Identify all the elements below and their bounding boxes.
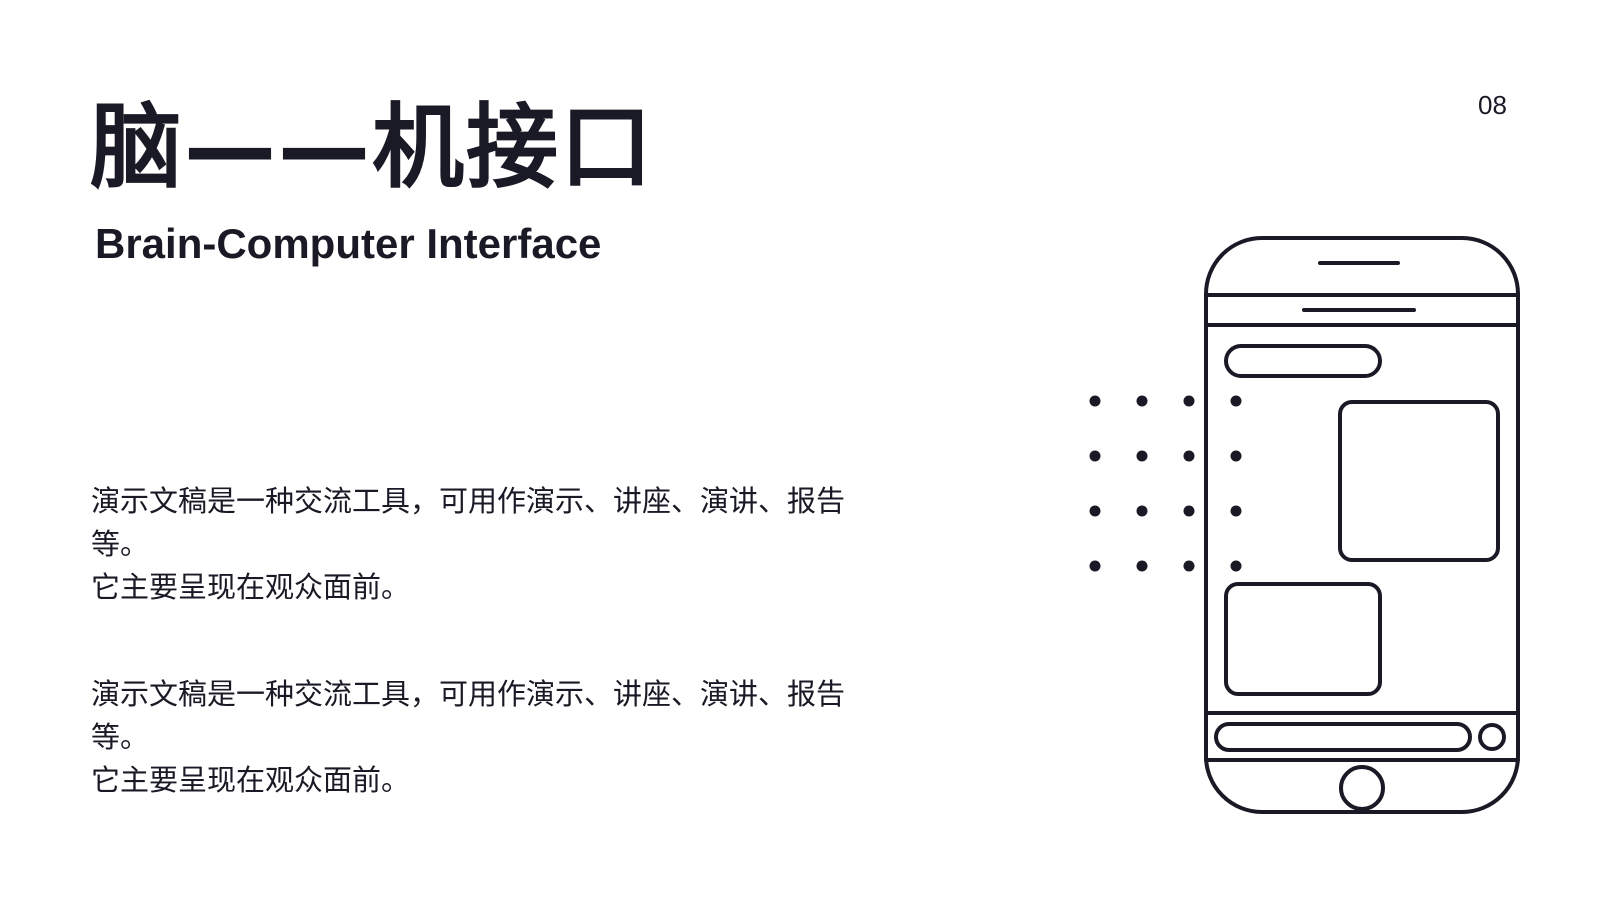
body-text-line: 它主要呈现在观众面前。 [91, 570, 411, 604]
send-button-icon [1478, 723, 1506, 751]
dot-grid-decoration [1089, 395, 1242, 572]
body-text-block-1: 演示文稿是一种交流工具，可用作演示、讲座、演讲、报告等。 它主要呈现在观众面前。 [91, 480, 881, 609]
decorative-dot [1136, 450, 1148, 462]
decorative-dot [1136, 505, 1148, 517]
decorative-dot [1136, 560, 1148, 572]
decorative-dot [1183, 450, 1195, 462]
chat-bubble-left [1224, 582, 1382, 696]
message-input-field [1214, 722, 1472, 752]
decorative-dot [1183, 560, 1195, 572]
decorative-dot [1089, 505, 1101, 517]
page-number: 08 [1478, 90, 1507, 120]
slide-title: 脑——机接口 [90, 94, 655, 201]
body-text-line: 演示文稿是一种交流工具，可用作演示、讲座、演讲、报告等。 [91, 677, 846, 754]
decorative-dot [1089, 560, 1101, 572]
decorative-dot [1136, 395, 1148, 407]
smartphone-chat-icon [1204, 236, 1520, 814]
decorative-dot [1230, 395, 1242, 407]
decorative-dot [1230, 560, 1242, 572]
body-text-line: 它主要呈现在观众面前。 [91, 763, 411, 797]
phone-home-button [1339, 765, 1385, 811]
phone-body [1204, 236, 1520, 814]
decorative-dot [1230, 450, 1242, 462]
decorative-dot [1089, 450, 1101, 462]
decorative-dot [1183, 395, 1195, 407]
slide-subtitle: Brain-Computer Interface [95, 220, 602, 267]
body-text-line: 演示文稿是一种交流工具，可用作演示、讲座、演讲、报告等。 [91, 484, 846, 561]
decorative-dot [1230, 505, 1242, 517]
body-text-block-2: 演示文稿是一种交流工具，可用作演示、讲座、演讲、报告等。 它主要呈现在观众面前。 [91, 673, 881, 802]
chat-bubble-short [1224, 344, 1382, 378]
decorative-dot [1089, 395, 1101, 407]
decorative-dot [1183, 505, 1195, 517]
chat-bubble-right [1338, 400, 1500, 562]
